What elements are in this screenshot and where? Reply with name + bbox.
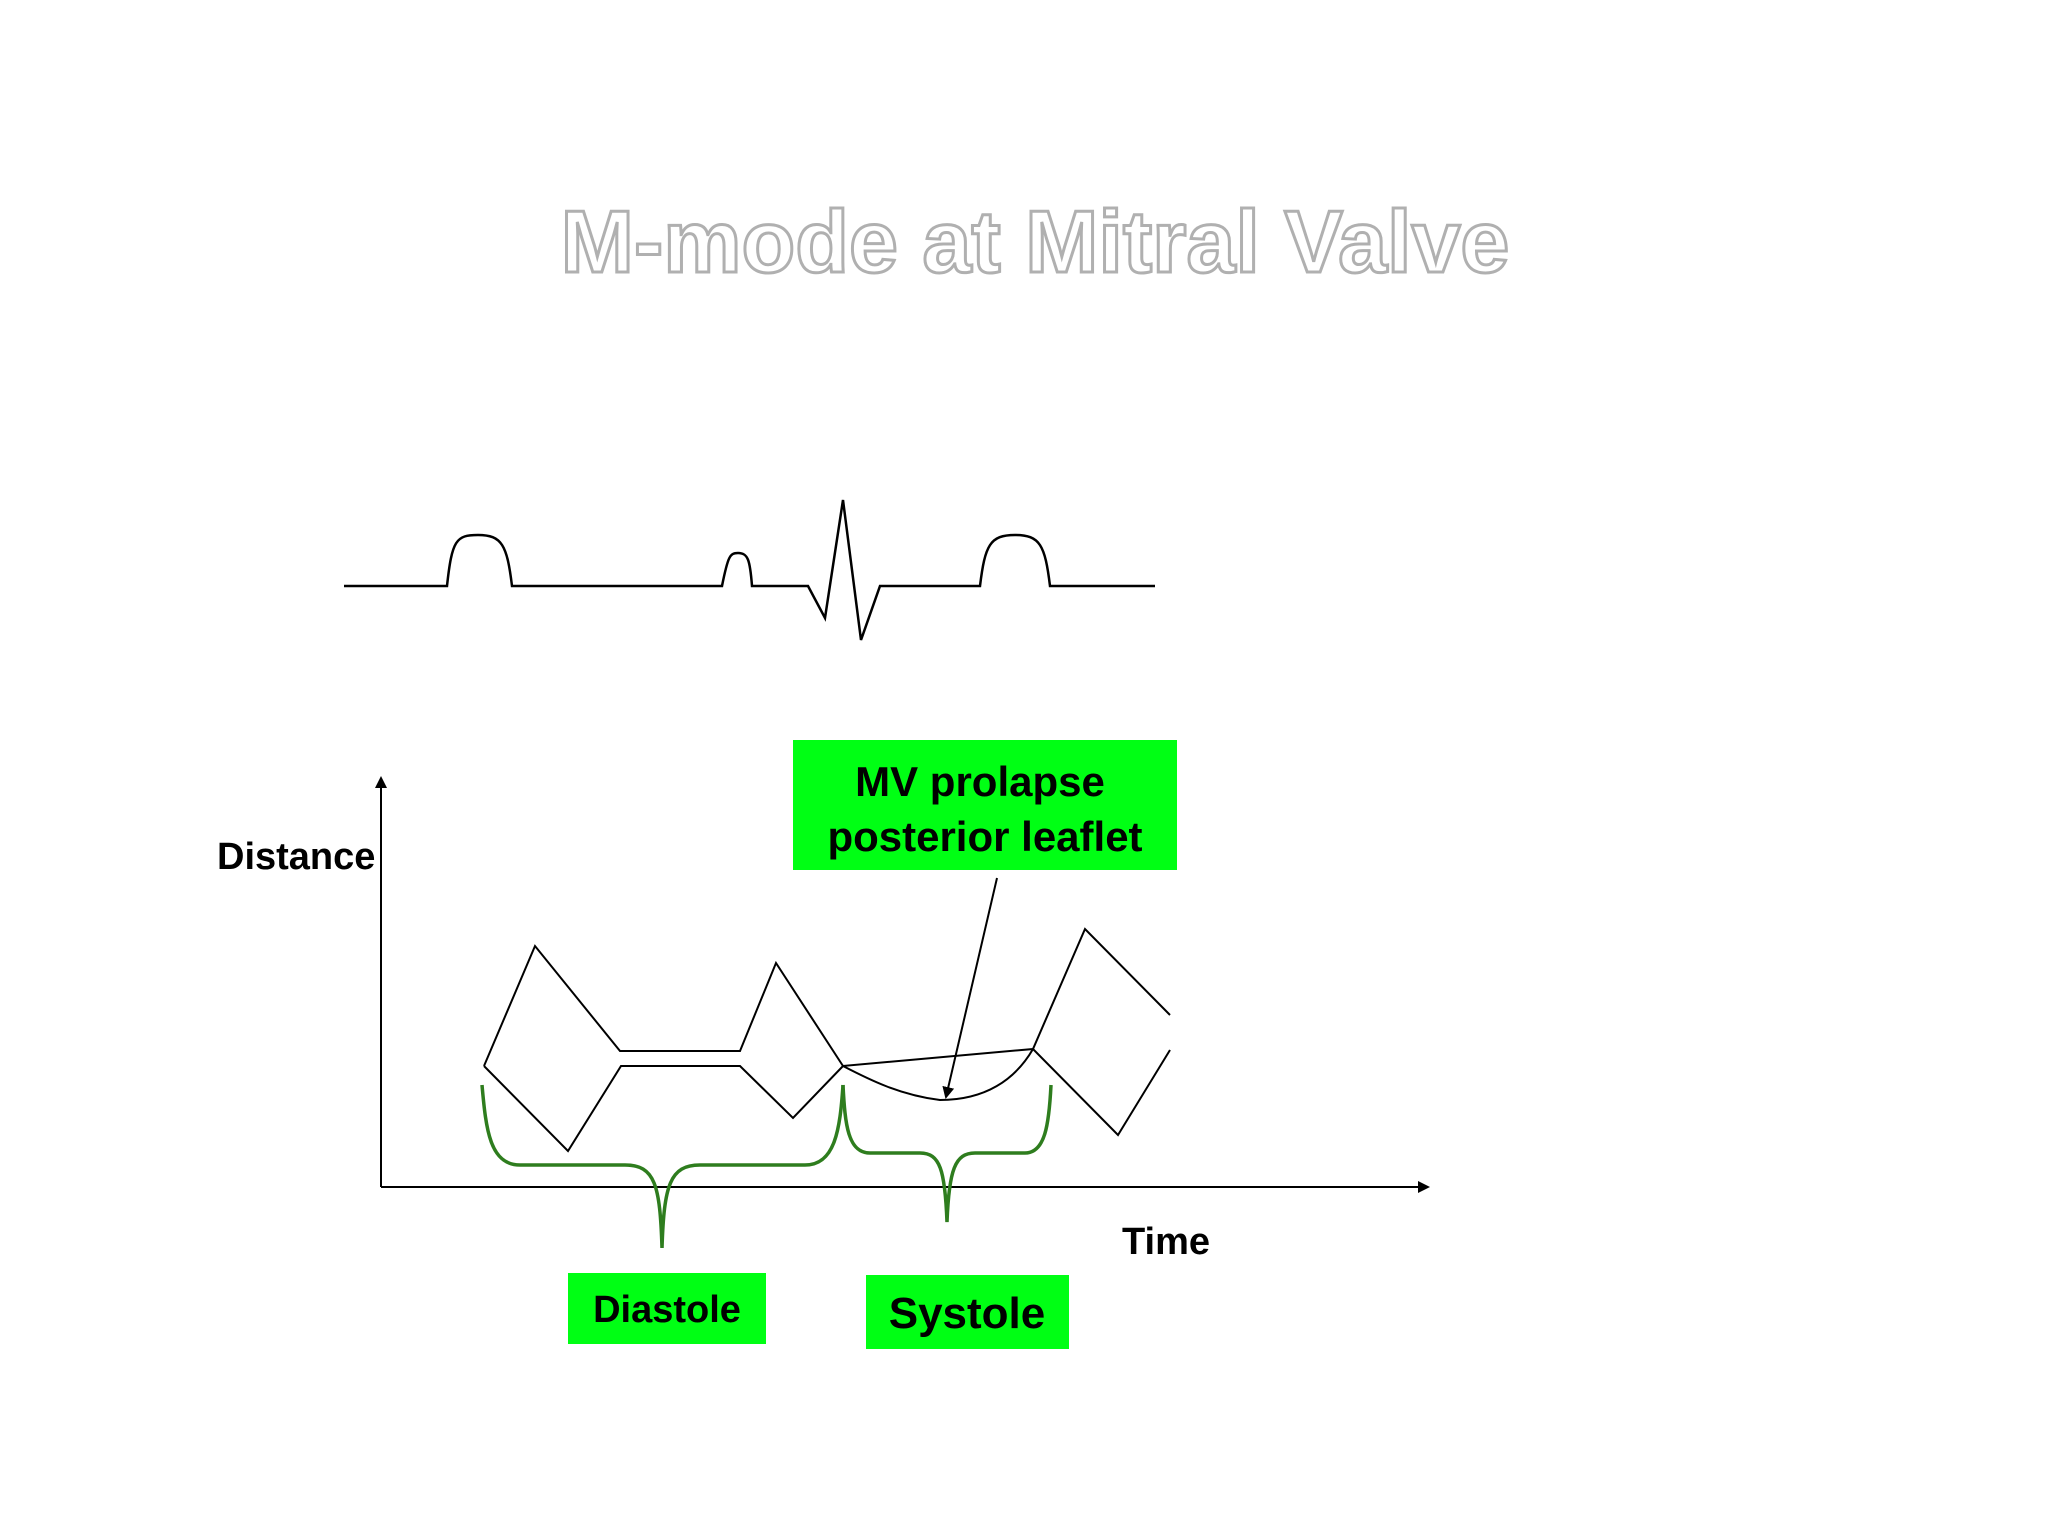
diastole-brace <box>480 1084 845 1249</box>
callout-line-1: MV prolapse <box>855 758 1105 805</box>
diastole-box <box>568 1273 766 1344</box>
anterior-leaflet-trace <box>483 927 1171 1068</box>
ecg-trace <box>344 499 1155 641</box>
systole-box <box>866 1275 1069 1349</box>
y-axis-label: Distance <box>217 836 375 878</box>
diastole-label: Diastole <box>593 1289 741 1331</box>
page-title: M-mode at Mitral Valve <box>561 192 1510 291</box>
systole-label: Systole <box>889 1289 1046 1338</box>
callout-box <box>793 740 1177 870</box>
systole-brace <box>841 1084 1053 1223</box>
callout-line-2: posterior leaflet <box>827 813 1142 860</box>
callout-arrow <box>942 877 998 1099</box>
x-axis-label: Time <box>1122 1221 1210 1263</box>
posterior-leaflet-trace <box>483 1047 1171 1153</box>
